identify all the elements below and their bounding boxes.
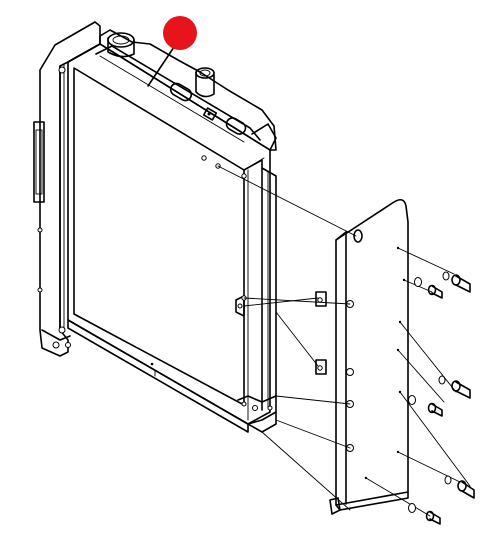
bolt-1 [442,271,471,293]
fastener-bolts [408,271,475,525]
left-side-shroud [33,21,101,357]
callout [147,16,197,87]
radiator-top-tank [67,29,277,151]
assembly-guide-lines [217,165,471,517]
bolt-5 [444,475,475,499]
mounting-plate [329,198,409,515]
bolt-4 [408,395,443,417]
bolt-2 [414,277,443,299]
shroud-handle-slot [33,121,45,203]
upper-clip [315,291,327,307]
core-mount-bolts [201,155,323,371]
bolt-3 [438,375,471,399]
radiator-core [67,43,271,433]
right-side-shroud [235,159,277,433]
callout-dot-marker[interactable] [163,16,197,50]
bolt-6 [408,503,441,525]
spacer-clips [315,291,327,375]
keyhole-slot [353,229,363,243]
callout-leader-line [147,43,177,87]
lower-clip [315,359,327,375]
